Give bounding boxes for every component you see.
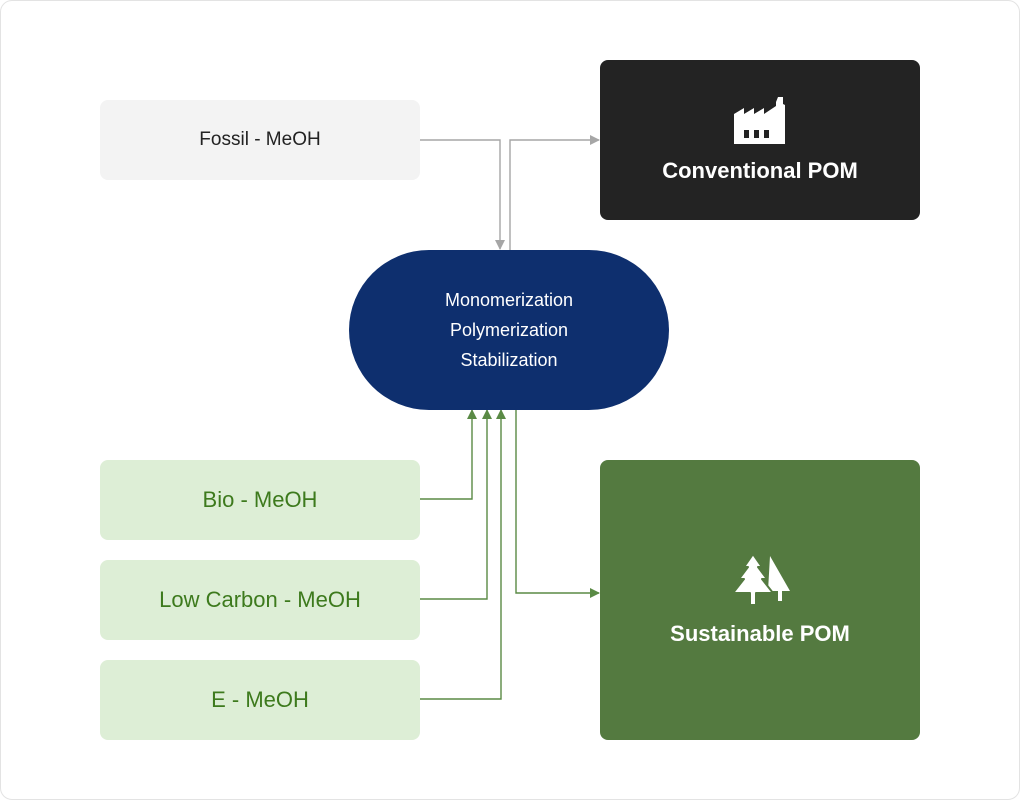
trees-icon xyxy=(729,553,791,607)
source-fossil-label: Fossil - MeOH xyxy=(199,129,321,150)
wire-process-to-conventional xyxy=(509,135,600,250)
source-e-meoh-label: E - MeOH xyxy=(211,687,309,712)
process-node: Monomerization Polymerization Stabilizat… xyxy=(349,250,669,410)
wire-process-to-sustainable xyxy=(515,410,600,598)
output-conventional-pom: Conventional POM xyxy=(600,60,920,220)
wire-bio-to-process xyxy=(420,409,477,500)
process-step: Monomerization xyxy=(444,290,574,310)
source-low-carbon-meoh: Low Carbon - MeOH xyxy=(100,560,420,640)
source-e-meoh: E - MeOH xyxy=(100,660,420,740)
wire-e-meoh-to-process xyxy=(420,409,506,700)
wire-low-carbon-to-process xyxy=(420,409,492,600)
source-bio-label: Bio - MeOH xyxy=(202,487,318,512)
process-step: Polymerization xyxy=(449,320,569,340)
source-fossil-meoh: Fossil - MeOH xyxy=(100,100,420,180)
output-sustainable-label: Sustainable POM xyxy=(670,621,850,646)
output-conventional-label: Conventional POM xyxy=(662,158,858,183)
wire-fossil-to-process xyxy=(420,139,505,250)
factory-icon xyxy=(732,96,788,144)
source-bio-meoh: Bio - MeOH xyxy=(100,460,420,540)
source-low-carbon-label: Low Carbon - MeOH xyxy=(159,587,361,612)
output-sustainable-pom: Sustainable POM xyxy=(600,460,920,740)
process-step: Stabilization xyxy=(460,350,558,370)
